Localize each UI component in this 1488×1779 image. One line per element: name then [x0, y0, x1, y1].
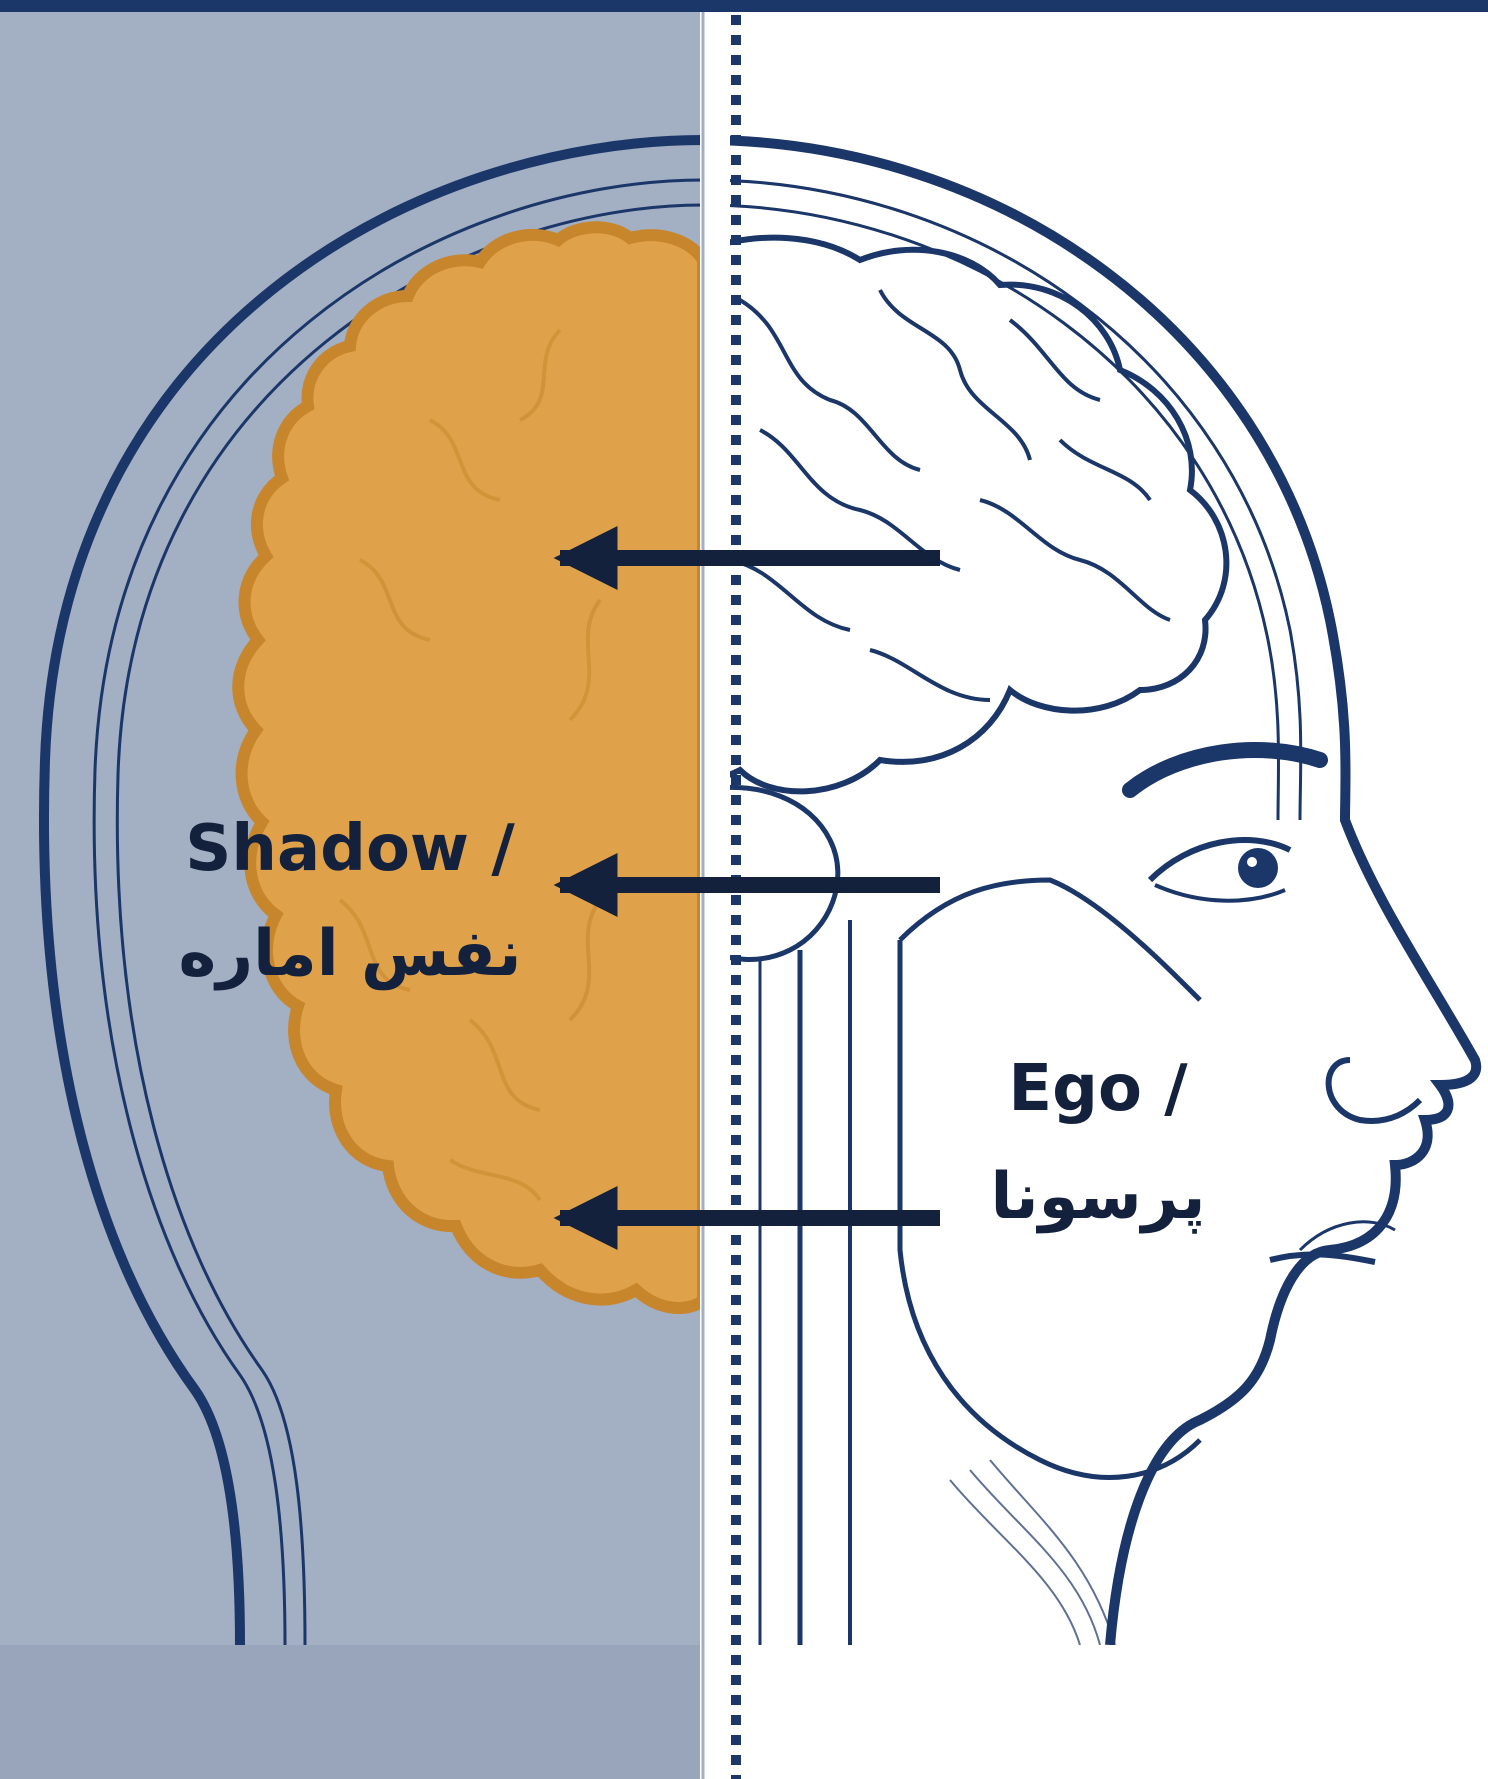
shadow-label-persian: نفس اماره [178, 917, 521, 991]
neck-base-left [0, 1645, 703, 1779]
right-bottom-band [703, 1645, 1488, 1779]
eye-iris [1238, 848, 1278, 888]
top-border [0, 0, 1488, 12]
eye-highlight [1247, 857, 1257, 867]
shadow-label-english: Shadow / [185, 812, 515, 886]
ego-label-persian: پرسونا [991, 1160, 1206, 1234]
ego-label-english: Ego / [1008, 1052, 1188, 1126]
